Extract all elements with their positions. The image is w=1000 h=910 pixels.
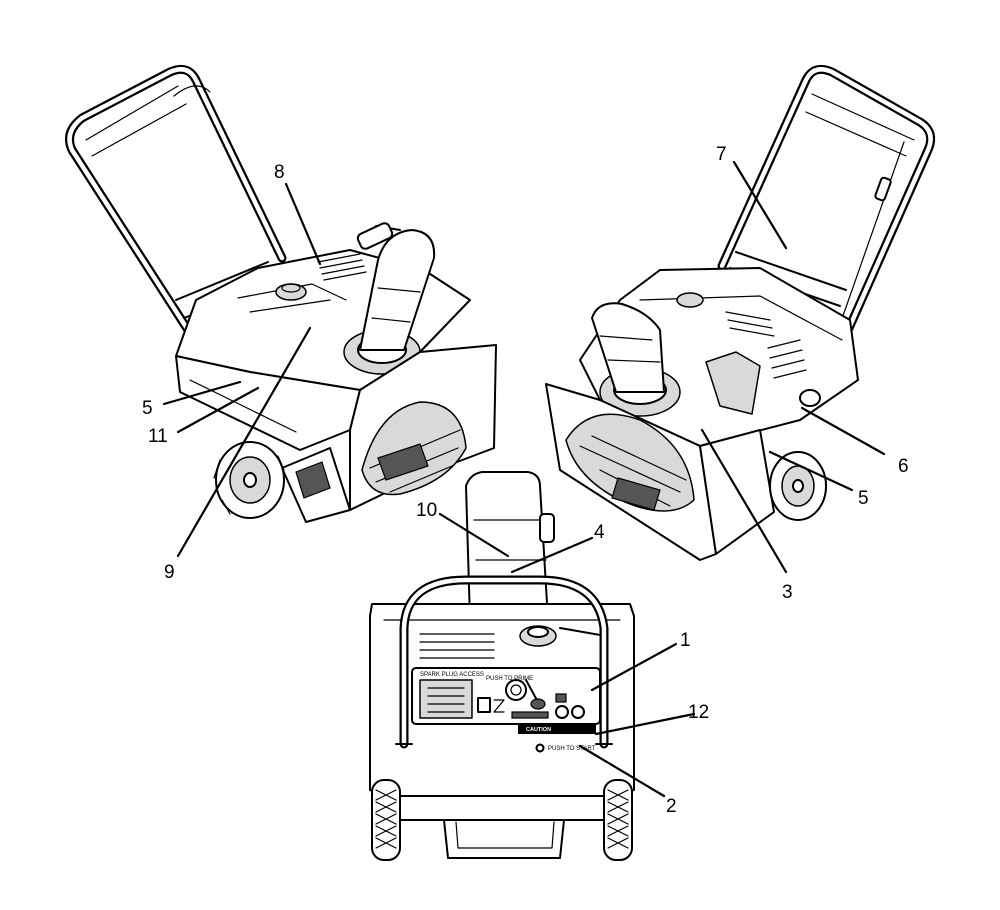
callout-8: 8 bbox=[274, 162, 285, 183]
callout-1: 1 bbox=[680, 630, 691, 651]
callout-12: 12 bbox=[688, 702, 709, 723]
callout-11: 11 bbox=[148, 426, 168, 447]
callout-3: 3 bbox=[782, 582, 793, 603]
caution-label: CAUTION bbox=[526, 727, 551, 733]
left-view-snow-thrower bbox=[65, 64, 497, 523]
callout-leaders bbox=[162, 160, 886, 798]
push-to-prime-label: PUSH TO PRIME bbox=[486, 676, 533, 682]
callout-5-left: 5 bbox=[142, 398, 153, 419]
callout-5-right: 5 bbox=[858, 488, 869, 509]
callout-6: 6 bbox=[898, 456, 909, 477]
callout-10: 10 bbox=[416, 500, 437, 521]
callout-9: 9 bbox=[164, 562, 175, 583]
right-view-snow-thrower bbox=[545, 64, 936, 561]
callout-2: 2 bbox=[666, 796, 677, 817]
callout-4: 4 bbox=[594, 522, 605, 543]
center-view-snow-thrower: SPARK PLUG ACCESS PUSH TO PRIME CAUTION … bbox=[369, 471, 635, 861]
push-to-start-label: PUSH TO START bbox=[548, 746, 596, 752]
callout-labels: 1 2 3 4 5 5 6 7 8 9 10 11 12 bbox=[142, 144, 909, 817]
callout-7: 7 bbox=[716, 144, 727, 165]
spark-plug-access-label: SPARK PLUG ACCESS bbox=[420, 672, 484, 678]
